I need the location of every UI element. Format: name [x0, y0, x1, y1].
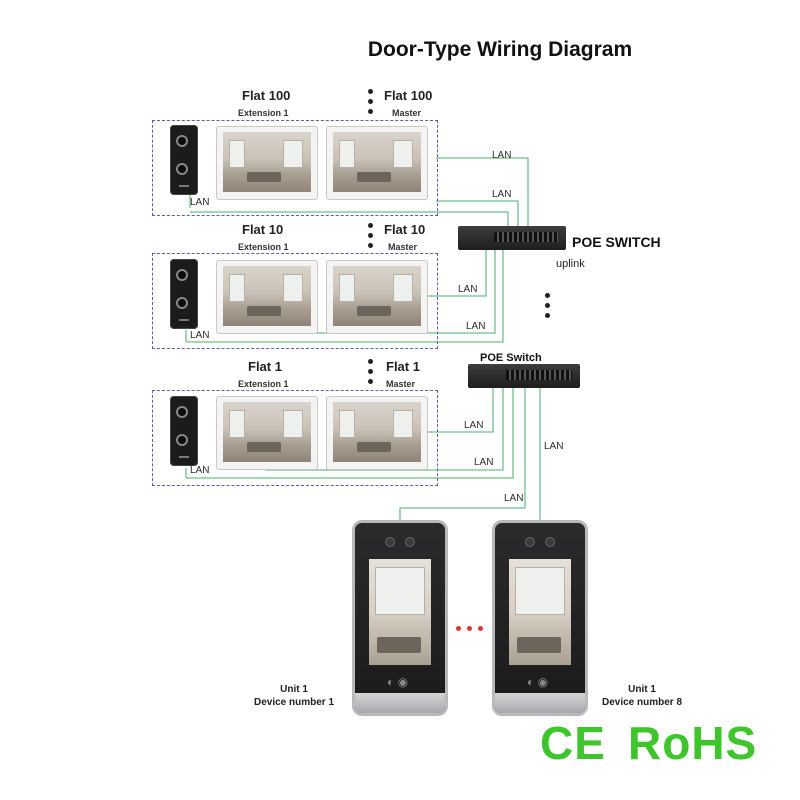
lan-label: LAN: [544, 441, 564, 452]
camera-icon: [545, 537, 555, 547]
ellipsis-dots: [368, 89, 373, 119]
poe-switch-label: POE Switch: [480, 352, 542, 364]
flat-label: Flat 1: [386, 359, 420, 374]
indoor-monitor-master: [326, 126, 428, 200]
lan-label: LAN: [190, 465, 210, 476]
camera-icon: [405, 537, 415, 547]
flat-group-box: [152, 253, 438, 349]
card-reader-icon: ◐ ◉: [527, 675, 549, 689]
outdoor-panel-1: ◐ ◉: [352, 520, 448, 716]
poe-switch-label: POE SWITCH: [572, 234, 661, 250]
ellipsis-dots: [456, 618, 489, 636]
device-caption-8: Unit 1 Device number 8: [592, 683, 692, 709]
lan-label: LAN: [466, 321, 486, 332]
wire: [425, 248, 487, 297]
card-reader-icon: ◐ ◉: [387, 675, 409, 689]
wire: [436, 157, 529, 232]
uplink-label: uplink: [556, 258, 585, 270]
lan-label: LAN: [504, 493, 524, 504]
wire: [186, 248, 504, 343]
wire: [436, 200, 519, 232]
flat-label: Flat 100: [242, 88, 291, 103]
call-button-icon: [176, 434, 188, 446]
indoor-monitor-master: [326, 260, 428, 334]
door-station: [170, 259, 198, 329]
indoor-monitor-master: [326, 396, 428, 470]
camera-icon: [385, 537, 395, 547]
camera-icon: [525, 537, 535, 547]
wire: [190, 211, 509, 232]
call-button-icon: [176, 297, 188, 309]
role-label: Extension 1: [238, 108, 289, 118]
flat-label: Flat 1: [248, 359, 282, 374]
ce-mark: CE: [540, 717, 606, 769]
ellipsis-dots: [545, 293, 550, 323]
indoor-monitor-extension: [216, 396, 318, 470]
flat-label: Flat 10: [242, 222, 284, 237]
rohs-mark: RoHS: [628, 717, 758, 769]
flat-group-box: [152, 390, 438, 486]
outdoor-panel-8: ◐ ◉: [492, 520, 588, 716]
indoor-monitor-extension: [216, 260, 318, 334]
call-button-icon: [176, 163, 188, 175]
flat-label: Flat 10: [384, 222, 426, 237]
poe-switch-main: [458, 226, 566, 250]
device-number-label: Device number 8: [601, 697, 683, 708]
lan-label: LAN: [458, 284, 478, 295]
camera-icon: [176, 406, 188, 418]
diagram-title: Door-Type Wiring Diagram: [367, 38, 633, 61]
ellipsis-dots: [368, 223, 373, 253]
door-station: [170, 125, 198, 195]
device-number-label: Device number 1: [253, 697, 335, 708]
device-caption-1: Unit 1 Device number 1: [244, 683, 344, 709]
wire: [399, 385, 526, 520]
unit-label: Unit 1: [280, 684, 308, 695]
ellipsis-dots: [368, 359, 373, 389]
lan-label: LAN: [474, 457, 494, 468]
role-label: Master: [386, 379, 416, 389]
unit-label: Unit 1: [628, 684, 656, 695]
role-label: Master: [392, 108, 422, 118]
role-label: Extension 1: [238, 379, 289, 389]
flat-label: Flat 100: [384, 88, 433, 103]
wire: [265, 385, 504, 471]
role-label: Master: [388, 242, 418, 252]
poe-switch-sub: [468, 364, 580, 388]
indoor-monitor-extension: [216, 126, 318, 200]
wire: [425, 385, 494, 433]
camera-icon: [176, 135, 188, 147]
lan-label: LAN: [190, 330, 210, 341]
lan-label: LAN: [464, 420, 484, 431]
door-station: [170, 396, 198, 466]
flat-group-box: [152, 120, 438, 216]
camera-icon: [176, 269, 188, 281]
wire: [186, 385, 514, 479]
lan-label: LAN: [492, 150, 512, 161]
role-label: Extension 1: [238, 242, 289, 252]
lan-label: LAN: [492, 189, 512, 200]
lan-label: LAN: [190, 197, 210, 208]
